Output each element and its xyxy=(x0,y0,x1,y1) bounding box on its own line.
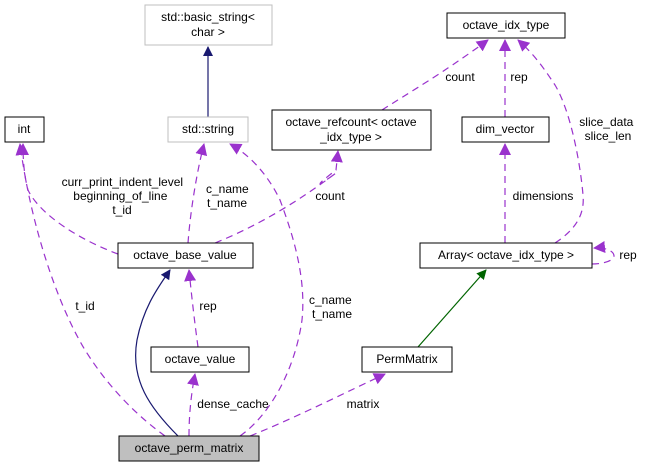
edge-array-self-loop xyxy=(591,241,615,265)
svg-text:octave_idx_type: octave_idx_type xyxy=(463,18,550,32)
node-octave-base-value[interactable]: octave_base_value xyxy=(117,242,254,269)
edge-label-base-to-refcount: count xyxy=(315,189,345,203)
svg-text:Array< octave_idx_type >: Array< octave_idx_type > xyxy=(438,248,574,262)
edge-label-perm-to-string: c_name t_name xyxy=(309,293,355,321)
svg-text:std::basic_string<char >: std::basic_string<char > xyxy=(161,10,255,39)
node-std-basic-string[interactable]: std::basic_string<char > xyxy=(144,4,273,46)
node-octave-value[interactable]: octave_value xyxy=(150,346,250,373)
svg-text:int: int xyxy=(18,122,31,136)
edge-permmatrix-inherits-array xyxy=(417,269,487,348)
edge-perm-matrix-to-int xyxy=(15,143,166,437)
svg-text:std::string: std::string xyxy=(182,122,234,136)
node-octave-perm-matrix: octave_perm_matrix xyxy=(118,435,260,462)
node-dim-vector[interactable]: dim_vector xyxy=(461,116,550,143)
edge-perm-matrix-inherits-base-value xyxy=(135,269,179,437)
edge-array-to-idx-type xyxy=(517,39,584,244)
edge-perm-matrix-to-permmatrix xyxy=(249,373,386,437)
edge-label-refcount-to-idx: count xyxy=(445,70,475,84)
svg-text:dim_vector: dim_vector xyxy=(476,122,535,136)
edge-label-perm-to-value: dense_cache xyxy=(197,397,269,411)
svg-text:octave_base_value: octave_base_value xyxy=(133,248,237,262)
edge-label-array-self: rep xyxy=(619,248,637,262)
node-std-string[interactable]: std::string xyxy=(167,116,249,143)
edge-base-value-to-string xyxy=(187,143,208,244)
svg-text:octave_refcount< octave_idx_ty: octave_refcount< octave_idx_type > xyxy=(285,115,416,144)
edge-perm-matrix-to-string xyxy=(229,143,304,437)
node-octave-refcount[interactable]: octave_refcount< octave_idx_type > xyxy=(271,109,432,151)
edge-refcount-to-idx-type xyxy=(381,39,489,111)
node-octave-idx-type[interactable]: octave_idx_type xyxy=(446,12,566,39)
svg-text:PermMatrix: PermMatrix xyxy=(376,352,437,366)
edge-label-base-to-string: c_name t_name xyxy=(206,182,252,210)
edge-base-value-to-int xyxy=(17,143,119,255)
node-int[interactable]: int xyxy=(4,116,45,143)
svg-text:octave_perm_matrix: octave_perm_matrix xyxy=(135,441,244,455)
edge-base-value-to-refcount xyxy=(214,150,343,244)
edge-label-base-to-int: curr_print_indent_level beginning_of_lin… xyxy=(62,175,187,217)
node-array-octave-idx-type[interactable]: Array< octave_idx_type > xyxy=(419,242,593,269)
edge-label-perm-to-permmatrix: matrix xyxy=(347,397,380,411)
edge-label-dim-to-idx: rep xyxy=(510,70,528,84)
edge-label-perm-to-int: t_id xyxy=(75,299,94,313)
edge-perm-matrix-to-octave-value xyxy=(187,373,199,437)
node-permmatrix[interactable]: PermMatrix xyxy=(361,346,453,373)
edge-label-value-to-base: rep xyxy=(199,299,217,313)
edge-label-array-to-dim: dimensions xyxy=(513,189,574,203)
svg-text:octave_value: octave_value xyxy=(165,352,236,366)
edge-octave-value-to-base-value xyxy=(184,269,199,348)
edge-label-array-to-idx: slice_data slice_len xyxy=(579,115,636,143)
